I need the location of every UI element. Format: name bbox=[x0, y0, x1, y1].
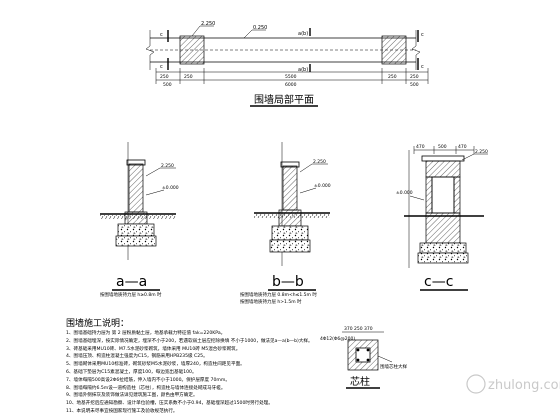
note-item: 4、围墙压顶、构造柱混凝土强度为C15，钢筋采用HPB235级 C25。 bbox=[66, 354, 208, 360]
section-c-dim-w3: 470 bbox=[458, 144, 467, 150]
core-column-rebar: 4Φ12(Φ6@200) bbox=[320, 336, 355, 342]
plan-section-mark-left-top: c bbox=[160, 32, 163, 38]
section-b-note-2: 按围墙地质持力层 h>1.5m 时 bbox=[240, 298, 302, 305]
note-item: 7、墙体每隔500高设2Φ6拉结筋，伸入墙内不小于1000。保护层厚度 70mm… bbox=[66, 377, 230, 383]
watermark-text: zhulong.com bbox=[488, 378, 560, 393]
note-item: 1、围墙基础持力层为 第 2 层粉质黏土层，地基承载力特征值 fak=220KP… bbox=[66, 331, 226, 336]
section-b-elev-top: 2.250 bbox=[313, 159, 326, 165]
note-item: 11、本说明未尽事宜按国家现行施工及验收规范执行。 bbox=[66, 408, 178, 414]
section-c-title: c—c bbox=[424, 274, 453, 290]
section-a-elev-zero: ±0.000 bbox=[162, 185, 179, 191]
section-a-title: a—a bbox=[116, 274, 147, 290]
plan-dim-right-a: 250 bbox=[388, 74, 397, 80]
plan-section-mark-right-bottom: c bbox=[421, 64, 424, 70]
watermark: zhulong.com bbox=[466, 374, 560, 394]
section-b-title: b—b bbox=[272, 274, 304, 290]
section-c-footing bbox=[417, 252, 469, 264]
core-column-title: 芯柱 bbox=[350, 375, 370, 388]
section-c-column-base bbox=[425, 212, 461, 244]
section-b-elev-zero: ±0.000 bbox=[314, 183, 331, 189]
plan-section-mark-right-top: c bbox=[421, 32, 424, 38]
section-c-elev-zero: ±0.000 bbox=[396, 190, 413, 196]
plan-dim-left-b: 250 bbox=[184, 74, 193, 80]
section-c-c: 470 500 470 2.250 ±0.000 c—c bbox=[396, 144, 488, 291]
plan-column-right bbox=[381, 35, 407, 65]
note-item: 8、围墙每隔约6.5m设一道构造柱（芯柱），构造柱与墙体连接处砌成马牙槎。 bbox=[66, 385, 226, 391]
plan-elevation-top: 2.250 bbox=[201, 21, 215, 27]
section-a-wall bbox=[128, 163, 144, 213]
note-item: 6、基础下垫层为C15素混凝土，厚度100，每边宽出基础100。 bbox=[66, 369, 197, 375]
plan-view: c c c c a(b) a(b) 2.250 0.250 250 250 55… bbox=[145, 21, 429, 107]
core-column-note: 围墙芯柱大样 bbox=[380, 363, 407, 370]
plan-dim-bottom: 6000 bbox=[285, 82, 297, 88]
section-b-b: 2.250 ±0.000 b—b 按围墙地质持力层 0.8m<h≤1.5m 时 … bbox=[240, 142, 331, 305]
section-a-coping bbox=[126, 159, 146, 166]
section-b-note-1: 按围墙地质持力层 0.8m<h≤1.5m 时 bbox=[240, 291, 317, 298]
section-a-a: 2.250 ±0.000 a—a 按围墙地质持力层 h≥0.8m 时 bbox=[100, 142, 179, 298]
note-item: 3、砖基础采用MU10砖、M7.5水泥砂浆砌筑，墙体采用 MU10砖 M5混合砂… bbox=[66, 346, 241, 352]
plan-dim-left-a: 250 bbox=[160, 74, 169, 80]
construction-notes: 1、围墙基础持力层为 第 2 层粉质黏土层，地基承载力特征值 fak=220KP… bbox=[66, 330, 316, 416]
plan-elevation-mid: 0.250 bbox=[253, 25, 267, 31]
plan-section-mark-left-bottom: c bbox=[160, 64, 163, 70]
note-item: 2、围墙基础埋深，按实际情况确定，埋深不小于200，若遇软弱土层应挖除换填 不小… bbox=[66, 338, 313, 344]
section-c-dim-w1: 470 bbox=[416, 144, 425, 150]
plan-dim-right-b: 250 bbox=[410, 74, 419, 80]
section-b-wall bbox=[282, 165, 298, 211]
note-item: 5、围墙砌体采用MU10标准砖，砌筑砂浆M5水泥砂浆，墙厚240，构造柱间距见平… bbox=[66, 362, 245, 368]
plan-dim-right-500: 500 bbox=[410, 82, 419, 88]
core-column-detail: 370 250 370 4Φ12(Φ6@200) 围墙芯柱大样 芯柱 bbox=[320, 326, 407, 389]
section-a-footing bbox=[117, 223, 155, 237]
core-column-dims: 370 250 370 bbox=[344, 326, 373, 332]
section-c-elev-top: 2.250 bbox=[475, 149, 488, 155]
plan-title: 围墙局部平面 bbox=[254, 93, 314, 106]
section-c-dim-w2: 500 bbox=[438, 144, 447, 150]
note-item: 10、地基开挖后应通知勘察、设计单位验槽，压实系数不小于0.94，基础埋深超过1… bbox=[66, 401, 273, 407]
section-a-note: 按围墙地质持力层 h≥0.8m 时 bbox=[100, 291, 162, 298]
plan-column-left bbox=[179, 35, 205, 65]
plan-grid-mark-bottom: a(b) bbox=[298, 67, 308, 73]
section-a-elev-top: 2.250 bbox=[161, 163, 174, 169]
section-b-footing bbox=[271, 225, 309, 241]
notes-title: 围墙施工说明： bbox=[66, 319, 130, 329]
section-c-column-top bbox=[425, 160, 461, 178]
plan-dim-left-500: 500 bbox=[163, 82, 172, 88]
note-item: 9、围墙外侧抹灰及装饰做法详见建筑施工图，颜色由甲方确定。 bbox=[66, 393, 198, 399]
plan-grid-mark-top: a(b) bbox=[298, 31, 308, 37]
plan-dim-top: 5500 bbox=[285, 74, 297, 80]
